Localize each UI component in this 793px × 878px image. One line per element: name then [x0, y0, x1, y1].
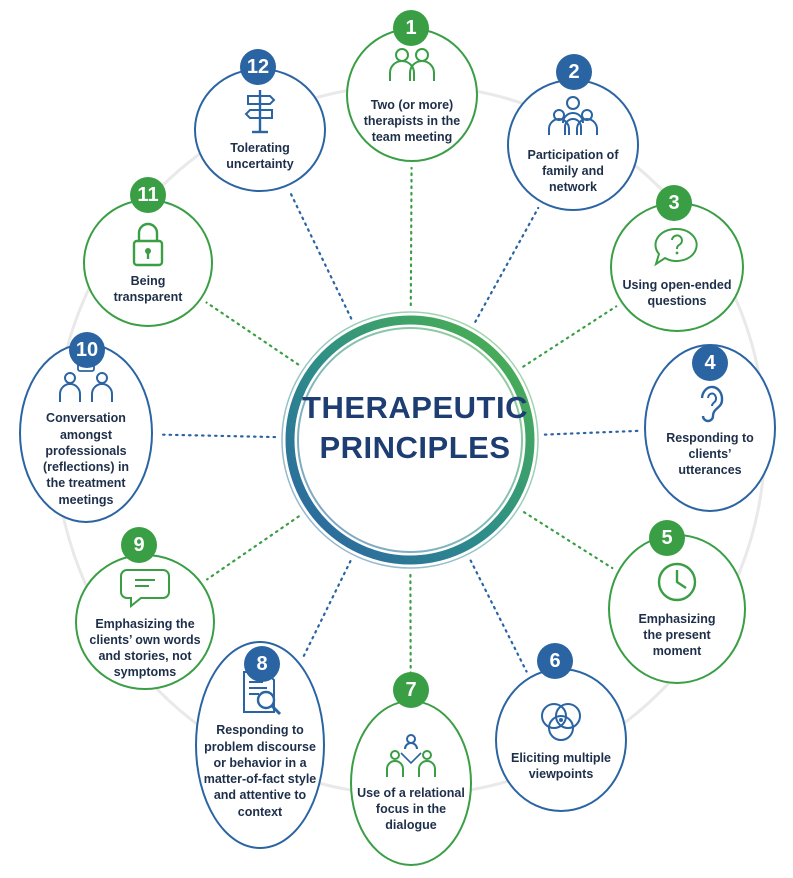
principle-number-badge-1: 1 — [393, 10, 429, 46]
speech-bubble-icon — [120, 568, 170, 608]
principle-node-7: Use of a relational focus in the dialogu… — [350, 700, 472, 866]
principle-label: Conversation amongst professionals (refl… — [42, 411, 130, 507]
center-title: THERAPEUTIC PRINCIPLES — [302, 390, 528, 465]
principle-label: Responding to problem discourse or behav… — [203, 723, 317, 819]
signpost-icon — [244, 89, 276, 133]
two-people-icon — [389, 47, 435, 81]
overlapping-circles-icon — [541, 702, 581, 741]
family-group-icon — [548, 95, 598, 135]
principle-label: Responding to clients’ utterances — [666, 430, 754, 478]
principle-node-2: Participation of family and network — [507, 79, 639, 211]
principle-label: Being transparent — [113, 273, 183, 304]
principle-node-10: Conversation amongst professionals (refl… — [19, 343, 153, 523]
connector-line-11 — [205, 301, 300, 366]
connector-line-12 — [288, 190, 353, 320]
principle-number-badge-2: 2 — [556, 54, 592, 90]
connector-line-10 — [157, 433, 277, 439]
principle-node-5: Emphasizing the present moment — [608, 534, 746, 684]
principle-label: Participation of family and network — [527, 147, 619, 195]
principle-label: Use of a relational focus in the dialogu… — [357, 785, 465, 833]
padlock-icon — [132, 222, 164, 266]
principle-number-badge-4: 4 — [692, 345, 728, 381]
center-ring — [285, 315, 535, 565]
principle-node-3: Using open-ended questions — [610, 202, 744, 332]
principle-number-badge-6: 6 — [537, 643, 573, 679]
principle-node-1: Two (or more) therapists in the team mee… — [346, 28, 478, 162]
connector-line-4 — [543, 429, 640, 436]
principle-number-badge-9: 9 — [121, 527, 157, 563]
principle-label: Emphasizing the clients’ own words and s… — [89, 616, 201, 680]
connector-line-9 — [206, 515, 300, 581]
principle-node-9: Emphasizing the clients’ own words and s… — [75, 554, 215, 690]
connector-line-8 — [301, 560, 352, 659]
connector-line-3 — [522, 305, 618, 368]
center-ring-inner-stroke — [297, 327, 523, 553]
relational-group-icon — [386, 733, 436, 777]
center-ring-outer-stroke — [281, 311, 539, 569]
connector-line-6 — [469, 559, 528, 673]
connector-lines — [157, 166, 640, 696]
principle-number-badge-7: 7 — [393, 672, 429, 708]
principle-number-badge-3: 3 — [656, 185, 692, 221]
principle-number-badge-11: 11 — [130, 177, 166, 213]
principle-node-11: Being transparent — [83, 199, 213, 327]
principle-number-badge-10: 10 — [69, 332, 105, 368]
principle-label: Emphasizing the present moment — [638, 611, 716, 659]
principle-label: Tolerating uncertainty — [226, 140, 294, 171]
connector-line-1 — [409, 166, 413, 307]
question-bubble-icon — [654, 227, 698, 267]
principle-node-6: Eliciting multiple viewpoints — [495, 668, 627, 812]
principle-label: Eliciting multiple viewpoints — [510, 750, 611, 781]
principle-label: Two (or more) therapists in the team mee… — [363, 97, 461, 145]
principle-label: Using open-ended questions — [622, 277, 732, 308]
connector-line-2 — [474, 206, 540, 323]
connector-line-5 — [522, 511, 614, 570]
ear-icon — [700, 385, 724, 422]
principle-node-12: Tolerating uncertainty — [194, 68, 326, 192]
principle-number-badge-5: 5 — [649, 520, 685, 556]
clock-icon — [657, 562, 697, 601]
principle-number-badge-8: 8 — [244, 646, 280, 682]
principle-number-badge-12: 12 — [240, 49, 276, 85]
